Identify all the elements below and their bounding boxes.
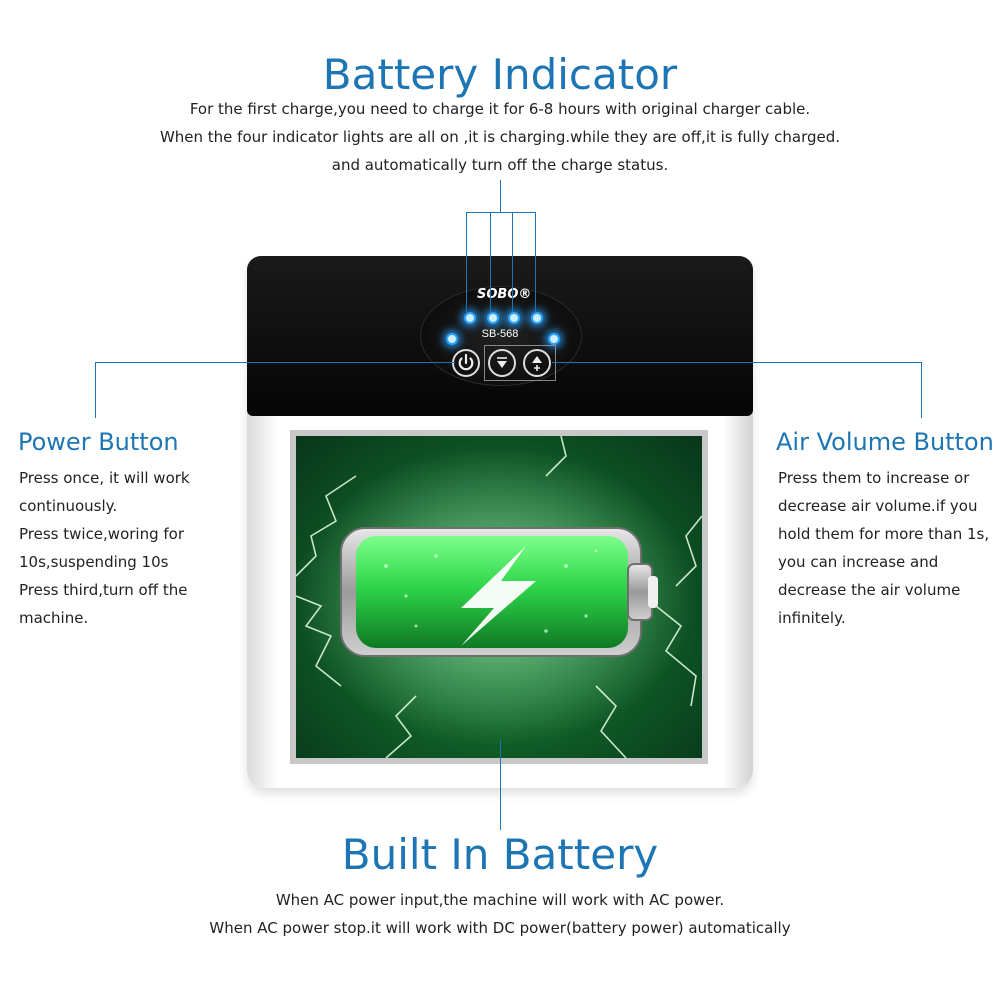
callout-air-volume-horizontal	[552, 362, 922, 363]
callout-built-in-battery-vertical	[500, 740, 501, 830]
power-button-description: Press once, it will work continuously. P…	[19, 464, 190, 632]
callout-power-vertical	[95, 362, 96, 418]
indicator-led-left	[446, 333, 458, 345]
air-volume-line-1: Press them to increase or	[778, 469, 970, 487]
model-label: SB-568	[481, 328, 519, 340]
air-volume-line-6: infinitely.	[778, 609, 846, 627]
battery-indicator-line-3: and automatically turn off the charge st…	[331, 156, 669, 174]
indicator-led-right	[548, 333, 560, 345]
air-volume-line-5: decrease the air volume	[778, 581, 961, 599]
power-button-line-2: continuously.	[19, 497, 118, 515]
air-volume-line-4: you can increase and	[778, 553, 939, 571]
power-button-line-6: machine.	[19, 609, 89, 627]
built-in-battery-line-1: When AC power input,the machine will wor…	[275, 891, 725, 909]
air-volume-button-group	[484, 345, 556, 381]
air-volume-line-3: hold them for more than 1s,	[778, 525, 990, 543]
power-button-title: Power Button	[18, 428, 179, 456]
battery-indicator-line-1: For the first charge,you need to charge …	[189, 100, 811, 118]
power-button-line-4: 10s,suspending 10s	[19, 553, 169, 571]
battery-indicator-line-2: When the four indicator lights are all o…	[159, 128, 841, 146]
brand-logo: SOBO®	[477, 287, 532, 302]
arrow-up-plus-icon	[532, 356, 542, 371]
battery-icon	[296, 436, 702, 758]
callout-power-horizontal	[95, 362, 455, 363]
indicator-led-3	[508, 312, 520, 324]
callout-air-volume-vertical	[921, 362, 922, 418]
power-button-line-5: Press third,turn off the	[19, 581, 188, 599]
air-volume-line-2: decrease air volume.if you	[778, 497, 978, 515]
power-button-line-1: Press once, it will work	[19, 469, 190, 487]
built-in-battery-description: When AC power input,the machine will wor…	[0, 886, 1000, 942]
indicator-led-2	[487, 312, 499, 324]
callout-led-1	[466, 212, 467, 312]
callout-battery-indicator-vertical	[500, 180, 501, 212]
power-button[interactable]	[452, 349, 480, 377]
indicator-led-1	[464, 312, 476, 324]
air-volume-button-title: Air Volume Button	[776, 428, 994, 456]
battery-indicator-title: Battery Indicator	[322, 50, 678, 99]
battery-indicator-description: For the first charge,you need to charge …	[0, 95, 1000, 179]
built-in-battery-title: Built In Battery	[341, 830, 659, 879]
built-in-battery-line-2: When AC power stop.it will work with DC …	[209, 919, 791, 937]
arrow-down-icon	[497, 357, 507, 368]
power-icon	[458, 353, 474, 371]
callout-led-3	[512, 212, 513, 312]
air-volume-button-description: Press them to increase or decrease air v…	[778, 464, 989, 632]
callout-led-2	[490, 212, 491, 312]
air-volume-up-button[interactable]	[523, 349, 551, 377]
indicator-led-4	[531, 312, 543, 324]
power-button-line-3: Press twice,woring for	[19, 525, 185, 543]
callout-led-4	[535, 212, 536, 312]
callout-battery-indicator-horizontal	[466, 212, 536, 213]
air-volume-down-button[interactable]	[488, 349, 516, 377]
battery-illustration	[296, 436, 702, 758]
